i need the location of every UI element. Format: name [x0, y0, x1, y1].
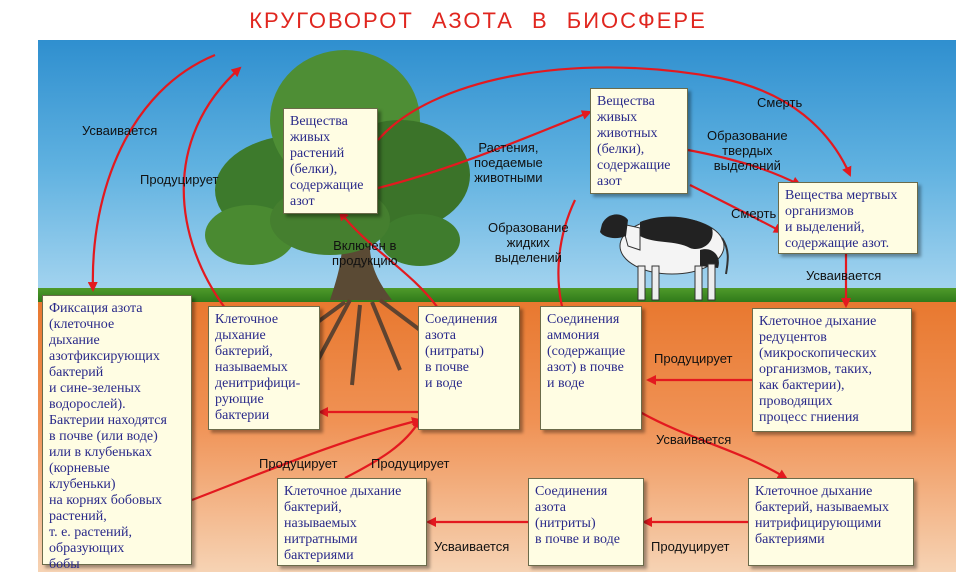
- label-included-in-production: Включен в продукцию: [332, 238, 398, 268]
- node-ammonium: Соединения аммония (содержащие азот) в п…: [540, 306, 642, 430]
- arrow-animals-to-dead: [687, 148, 802, 186]
- label-produces-bottom-2: Продуцирует: [371, 456, 450, 471]
- arrow-plants-to-fixation: [87, 53, 216, 292]
- label-produces-bottom-3: Продуцирует: [651, 539, 730, 554]
- label-produces-decomposers: Продуцирует: [654, 351, 733, 366]
- arrow-nitrate-bact-to-nitrates: [344, 418, 422, 479]
- arrow-nitrates-to-plants: [338, 210, 439, 309]
- node-nitrites: Соединения азота (нитриты) в почве и вод…: [528, 478, 644, 566]
- node-denitrifying-bacteria: Клеточное дыхание бактерий, называемых д…: [208, 306, 320, 430]
- label-produces-bottom-1: Продуцирует: [259, 456, 338, 471]
- label-liquid-excretions: Образование жидких выделений: [488, 220, 569, 265]
- label-assimilated-dead: Усваивается: [806, 268, 882, 283]
- arrow-animals-to-dead-2: [689, 184, 784, 233]
- label-assimilated-left: Усваивается: [82, 123, 158, 138]
- node-decomposers: Клеточное дыхание редуцентов (микроскопи…: [752, 308, 912, 432]
- node-dead-matter: Вещества мертвых организмов и выделений,…: [778, 182, 918, 254]
- node-living-plants: Вещества живых растений (белки), содержа…: [283, 108, 378, 214]
- label-death-top: Смерть: [757, 95, 803, 110]
- node-living-animals: Вещества живых животных (белки), содержа…: [590, 88, 688, 194]
- node-nitrate-bacteria: Клеточное дыхание бактерий, называемых н…: [277, 478, 427, 566]
- node-nitrates: Соединения азота (нитраты) в почве и вод…: [418, 306, 520, 430]
- arrow-denitrify-to-air: [182, 66, 242, 309]
- grass-strip: [38, 288, 956, 302]
- arrow-fixation-to-nitrates: [191, 417, 422, 502]
- node-nitrogen-fixation: Фиксация азота (клеточное дыхание азотфи…: [42, 295, 192, 572]
- label-death-mid: Смерть: [731, 206, 777, 221]
- label-assimilated-bottom: Усваивается: [434, 539, 510, 554]
- label-plants-eaten: Растения, поедаемые животными: [474, 140, 543, 185]
- label-produces-left: Продуцирует: [140, 172, 219, 187]
- node-nitrifying-bacteria: Клеточное дыхание бактерий, называемых н…: [748, 478, 914, 566]
- arrow-ammonium-to-nitrite-bact: [639, 411, 788, 480]
- label-solid-excretions: Образование твердых выделений: [707, 128, 788, 173]
- arrow-plants-to-dead: [377, 66, 852, 177]
- arrow-plants-to-animals: [377, 110, 592, 190]
- diagram-title: КРУГОВОРОТ АЗОТА В БИОСФЕРЕ: [249, 8, 707, 33]
- cow-illustration: [600, 214, 729, 301]
- label-assimilated-ammonium: Усваивается: [656, 432, 732, 447]
